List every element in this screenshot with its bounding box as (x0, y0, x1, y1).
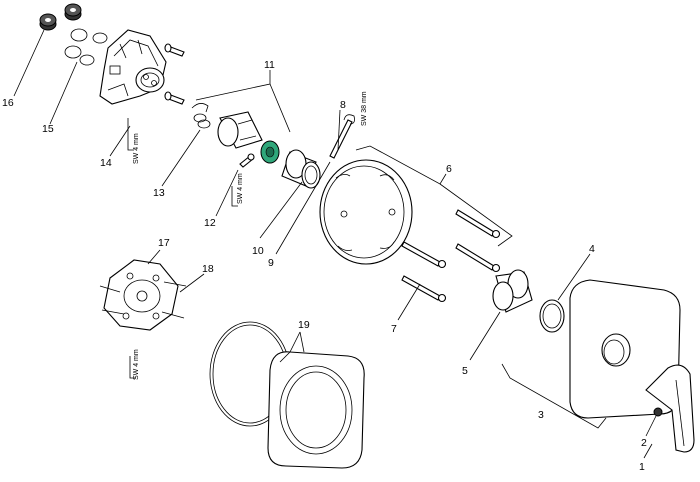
wrench-labels: SW 38 mm SW 4 mm SW 4 mm SW 4 mm (133, 91, 368, 380)
callout-1: 1 (639, 461, 645, 473)
part-8-wrench (329, 114, 355, 159)
callout-12: 12 (204, 217, 216, 229)
callout-4: 4 (589, 243, 595, 255)
callout-3: 3 (538, 409, 544, 421)
callout-17: 17 (158, 237, 170, 249)
part-2-screw (653, 407, 663, 417)
label-sw4-lower: SW 4 mm (133, 349, 140, 380)
part-9-10-sleeve (281, 149, 321, 189)
part-6-plate (319, 159, 413, 265)
label-sw4-upper: SW 4 mm (133, 133, 140, 164)
callout-16: 16 (2, 97, 14, 109)
part-16-nuts (39, 3, 82, 31)
callout-6: 6 (446, 163, 452, 175)
callout-5: 5 (462, 365, 468, 377)
callout-numbers: 16 15 14 13 12 11 10 9 8 6 7 5 4 3 2 1 1… (2, 59, 647, 473)
part-13-clip (191, 103, 211, 129)
part-1-handle (645, 364, 695, 453)
part-17-18-lower-body (99, 259, 187, 331)
label-sw38: SW 38 mm (361, 91, 368, 126)
callout-11: 11 (264, 59, 275, 71)
callout-9: 9 (268, 257, 274, 269)
leader-lines (13, 29, 657, 459)
cover-frame (267, 351, 365, 469)
part-12-screw (239, 153, 255, 168)
allen-keys (127, 118, 238, 379)
upper-valve-body (99, 29, 167, 105)
callout-19: 19 (298, 319, 310, 331)
callout-18: 18 (202, 263, 214, 275)
label-sw4-middle: SW 4 mm (237, 173, 244, 204)
part-4-oring (539, 299, 565, 333)
callout-13: 13 (153, 187, 165, 199)
part-15-orings (64, 28, 108, 66)
callout-14: 14 (100, 157, 112, 169)
callout-15: 15 (42, 123, 54, 135)
part-11-cartridge (217, 111, 280, 164)
part-5-sleeve (492, 269, 533, 313)
upper-screws (164, 43, 185, 105)
callout-10: 10 (252, 245, 264, 257)
callout-8: 8 (340, 99, 346, 111)
callout-7: 7 (391, 323, 397, 335)
long-screws (401, 209, 501, 303)
callout-2: 2 (641, 437, 647, 449)
